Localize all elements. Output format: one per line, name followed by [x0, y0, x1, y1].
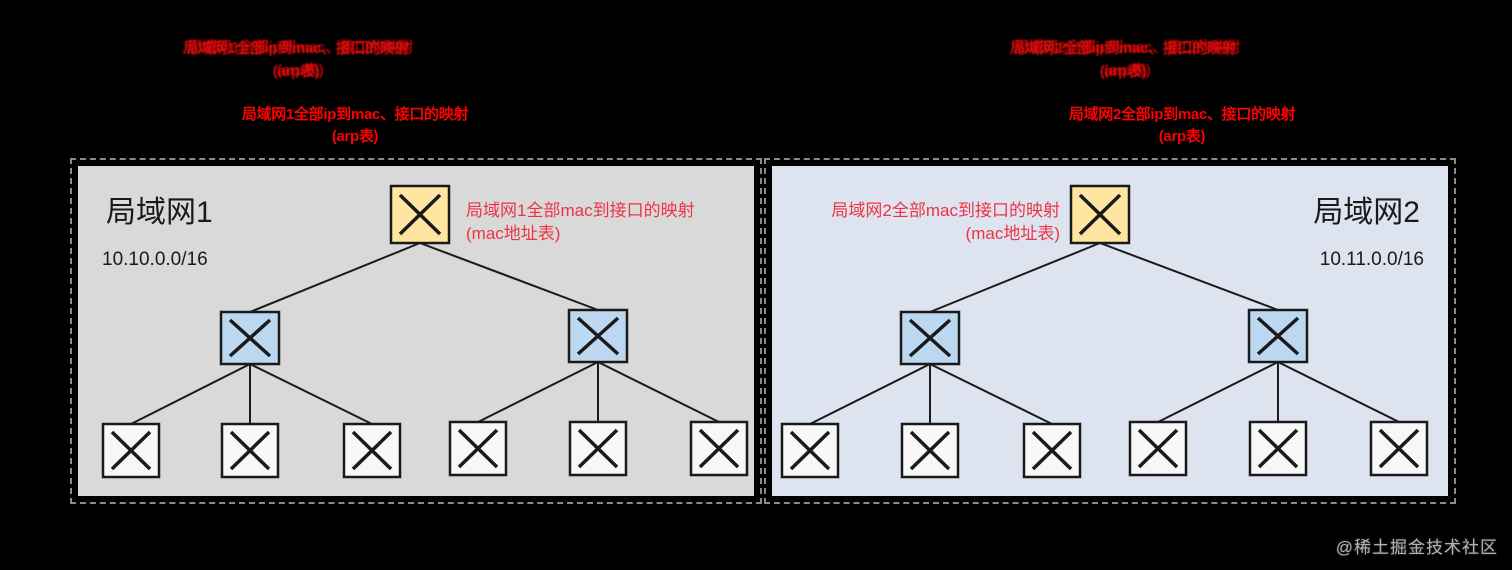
lan1-panel-body: 局域网1 10.10.0.0/16 局域网1全部mac到接口的映射 (mac地址…	[78, 166, 754, 496]
arp-table-note-lan2: 局域网2全部ip到mac、接口的映射 (arp表) 局域网2全部ip到mac、接…	[1010, 36, 1352, 149]
lan1-dashed-border	[70, 158, 762, 504]
lan1-node-host-6[interactable]	[689, 420, 749, 477]
lan1-node-host-2[interactable]	[220, 422, 280, 479]
lan2-node-host-1[interactable]	[780, 422, 840, 479]
lan2-node-switch-1[interactable]	[899, 310, 961, 366]
lan1-edges	[130, 242, 720, 425]
arp-table-note-lan1-ghost-b: 局域网1全部ip到mac、接口的映射 (arp表)	[183, 40, 410, 80]
lan2-subnet: 10.11.0.0/16	[1319, 249, 1424, 270]
lan1-node-switch-1[interactable]	[219, 310, 281, 366]
lan2-node-host-2[interactable]	[900, 422, 960, 479]
mac-table-note-lan1: 局域网1全部mac到接口的映射 (mac地址表)	[466, 201, 695, 243]
lan1-node-switch-2[interactable]	[567, 308, 629, 364]
watermark: @稀土掘金技术社区	[1335, 538, 1498, 557]
lan1-panel: 局域网1 10.10.0.0/16 局域网1全部mac到接口的映射 (mac地址…	[70, 158, 762, 504]
lan2-node-switch-2[interactable]	[1247, 308, 1309, 364]
arp-table-note-lan1-ghost-a: 局域网1全部ip到mac、接口的映射 (arp表)	[187, 39, 414, 79]
lan1-topology	[101, 184, 749, 479]
lan2-topology	[780, 184, 1429, 479]
lan2-panel-body: 局域网2 10.11.0.0/16 局域网2全部mac到接口的映射 (mac地址…	[772, 166, 1448, 496]
lan2-node-host-6[interactable]	[1369, 420, 1429, 477]
lan2-edges	[809, 242, 1400, 425]
lan2-dashed-border	[764, 158, 1456, 504]
arp-table-note-lan1: 局域网1全部ip到mac、接口的映射 (arp表) 局域网1全部ip到mac、接…	[183, 36, 525, 149]
lan2-node-router[interactable]	[1069, 184, 1131, 245]
lan1-node-host-1[interactable]	[101, 422, 161, 479]
lan1-node-router[interactable]	[389, 184, 451, 245]
lan2-node-host-5[interactable]	[1248, 420, 1308, 477]
arp-table-note-lan2-ghost-b: 局域网2全部ip到mac、接口的映射 (arp表)	[1010, 40, 1237, 80]
arp-table-note-lan1-text: 局域网1全部ip到mac、接口的映射 (arp表)	[241, 105, 469, 146]
mac-table-note-lan2: 局域网2全部mac到接口的映射 (mac地址表)	[831, 201, 1060, 243]
lan2-node-host-3[interactable]	[1022, 422, 1082, 479]
lan2-panel: 局域网2 10.11.0.0/16 局域网2全部mac到接口的映射 (mac地址…	[764, 158, 1456, 504]
lan1-title: 局域网1	[106, 196, 213, 229]
lan2-node-host-4[interactable]	[1128, 420, 1188, 477]
arp-table-note-lan2-ghost-a: 局域网2全部ip到mac、接口的映射 (arp表)	[1014, 39, 1241, 79]
lan1-node-host-5[interactable]	[568, 420, 628, 477]
lan1-node-host-4[interactable]	[448, 420, 508, 477]
arp-table-note-lan2-text: 局域网2全部ip到mac、接口的映射 (arp表)	[1068, 105, 1296, 146]
lan1-subnet: 10.10.0.0/16	[102, 249, 208, 270]
lan1-node-host-3[interactable]	[342, 422, 402, 479]
lan2-title: 局域网2	[1313, 196, 1420, 229]
